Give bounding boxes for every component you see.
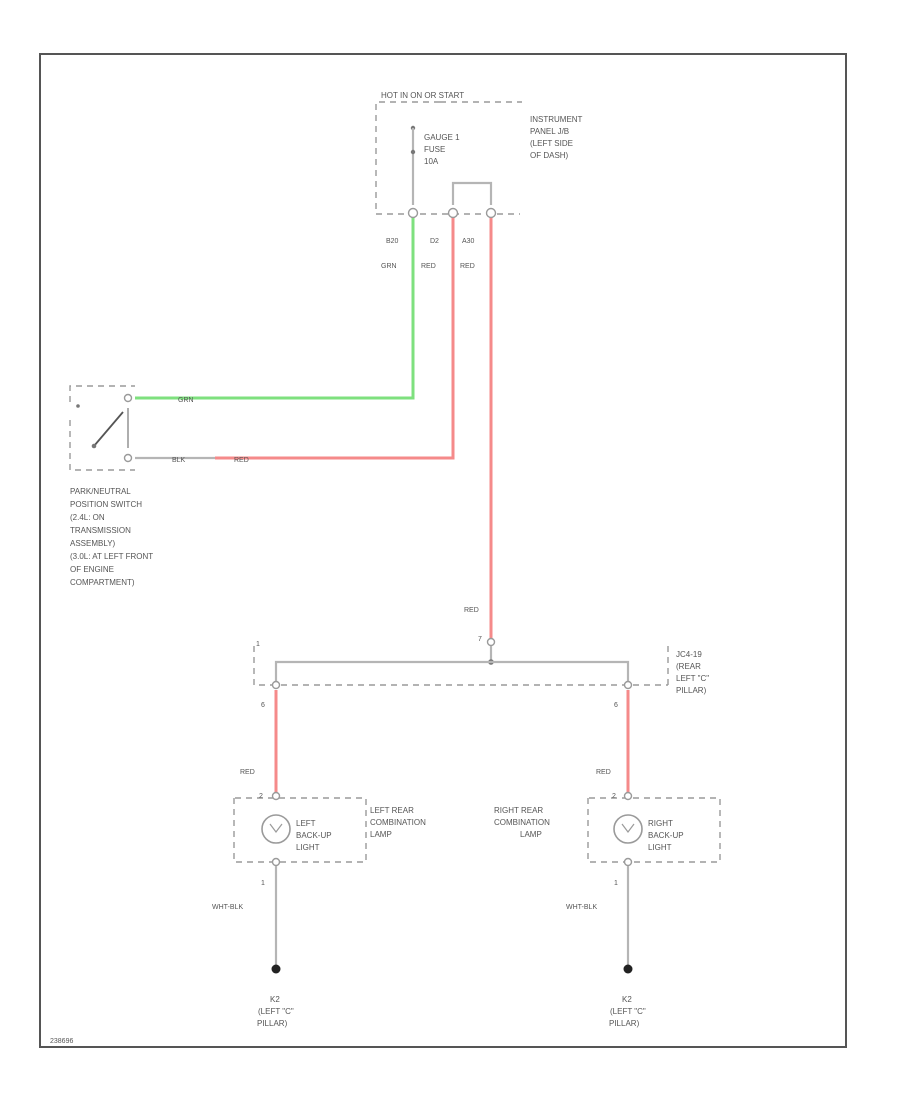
left-rear-combination-lamp: 2 1 LEFT BACK-UP LIGHT LEFT REAR COMBINA… <box>233 791 426 887</box>
junction-pin-left: 6 <box>261 702 265 709</box>
red-wire-switch <box>215 218 455 460</box>
right-lamp-name-3: LAMP <box>520 830 542 839</box>
left-lamp-name-3: LAMP <box>370 830 392 839</box>
right-bulb-icon <box>613 814 643 844</box>
fuse-source-label: HOT IN ON OR START <box>381 91 464 100</box>
left-lamp-pin-top: 2 <box>259 793 263 800</box>
jb-location-4: OF DASH) <box>530 151 569 160</box>
junction-pin-right: 6 <box>614 702 618 709</box>
right-bulb-label-3: LIGHT <box>648 843 672 852</box>
footer-code: 238696 <box>50 1038 73 1045</box>
pin-d2-label: D2 <box>430 238 439 245</box>
right-ground-label-2: (LEFT "C" <box>610 1007 646 1016</box>
wire-color-b20: GRN <box>381 263 397 270</box>
right-lamp-name-2: COMBINATION <box>494 818 550 827</box>
diagram-frame <box>39 53 847 1048</box>
junction-name-4: PILLAR) <box>676 686 707 695</box>
fuse-name: GAUGE 1 <box>424 133 460 142</box>
junction-pin-in: 7 <box>478 636 482 643</box>
left-lamp-name-2: COMBINATION <box>370 818 426 827</box>
left-ground-label-2: (LEFT "C" <box>258 1007 294 1016</box>
right-ground-icon <box>623 964 633 974</box>
pin-b20-label: B20 <box>386 238 399 245</box>
pin-b20-connector <box>407 207 419 219</box>
left-ground-label-1: K2 <box>270 995 280 1004</box>
left-ground-wire-color: WHT-BLK <box>212 904 243 911</box>
junction-name-1: JC4-19 <box>676 650 702 659</box>
pin-d2-connector <box>447 207 459 219</box>
switch-caption-8: COMPARTMENT) <box>70 578 135 587</box>
switch-wire-top: GRN <box>178 397 194 404</box>
switch-caption-3: (2.4L: ON <box>70 513 105 522</box>
switch-caption-1: PARK/NEUTRAL <box>70 487 131 496</box>
right-ground-label-3: PILLAR) <box>609 1019 640 1028</box>
right-lamp-name-1: RIGHT REAR <box>494 806 543 815</box>
right-lamp-wire-color: RED <box>596 769 611 776</box>
junction-connector: RED 7 1 6 6 JC4-19 (REAR LEFT "C" PILLAR… <box>253 607 709 709</box>
fuse-block: HOT IN ON OR START GAUGE 1 FUSE 10A INST… <box>375 91 583 270</box>
right-ground-wire-color: WHT-BLK <box>566 904 597 911</box>
right-lamp-pin-bottom: 1 <box>614 880 618 887</box>
wire-color-d2: RED <box>421 263 436 270</box>
pin-a30-label: A30 <box>462 238 475 245</box>
left-ground-label-3: PILLAR) <box>257 1019 288 1028</box>
switch-caption-5: ASSEMBLY) <box>70 539 116 548</box>
right-bulb-label-2: BACK-UP <box>648 831 684 840</box>
left-bulb-label-2: BACK-UP <box>296 831 332 840</box>
park-neutral-switch: GRN BLK RED PARK/NEUTRAL POSITION SWITCH… <box>69 385 249 587</box>
switch-caption-2: POSITION SWITCH <box>70 500 142 509</box>
switch-caption-6: (3.0L: AT LEFT FRONT <box>70 552 153 561</box>
switch-wire-bottom-a: BLK <box>172 457 186 464</box>
left-ground-label: K2 (LEFT "C" PILLAR) <box>257 995 294 1028</box>
jb-location-3: (LEFT SIDE <box>530 139 573 148</box>
left-lamp-wire-color: RED <box>240 769 255 776</box>
junction-corner-pin: 1 <box>256 641 260 648</box>
right-lamp-pin-top: 2 <box>612 793 616 800</box>
jb-location-1: INSTRUMENT <box>530 115 583 124</box>
right-bulb-label-1: RIGHT <box>648 819 673 828</box>
right-rear-combination-lamp: 2 1 RIGHT BACK-UP LIGHT RIGHT REAR COMBI… <box>494 791 721 887</box>
jb-location-2: PANEL J/B <box>530 127 569 136</box>
right-ground-label-1: K2 <box>622 995 632 1004</box>
left-lamp-name-1: LEFT REAR <box>370 806 414 815</box>
pin-a30-connector <box>485 207 497 219</box>
junction-wire-color: RED <box>464 607 479 614</box>
junction-name-3: LEFT "C" <box>676 674 709 683</box>
switch-caption-4: TRANSMISSION <box>70 526 131 535</box>
right-ground-label: K2 (LEFT "C" PILLAR) <box>609 995 646 1028</box>
left-bulb-label-1: LEFT <box>296 819 316 828</box>
wire-color-a30: RED <box>460 263 475 270</box>
left-ground-icon <box>271 964 281 974</box>
switch-wire-bottom-b: RED <box>234 457 249 464</box>
switch-caption-7: OF ENGINE <box>70 565 114 574</box>
left-bulb-label-3: LIGHT <box>296 843 320 852</box>
junction-name-2: (REAR <box>676 662 701 671</box>
fuse-sub: FUSE <box>424 145 445 154</box>
left-lamp-pin-bottom: 1 <box>261 880 265 887</box>
fuse-amp: 10A <box>424 157 439 166</box>
left-bulb-icon <box>261 814 291 844</box>
green-wire <box>135 218 415 400</box>
